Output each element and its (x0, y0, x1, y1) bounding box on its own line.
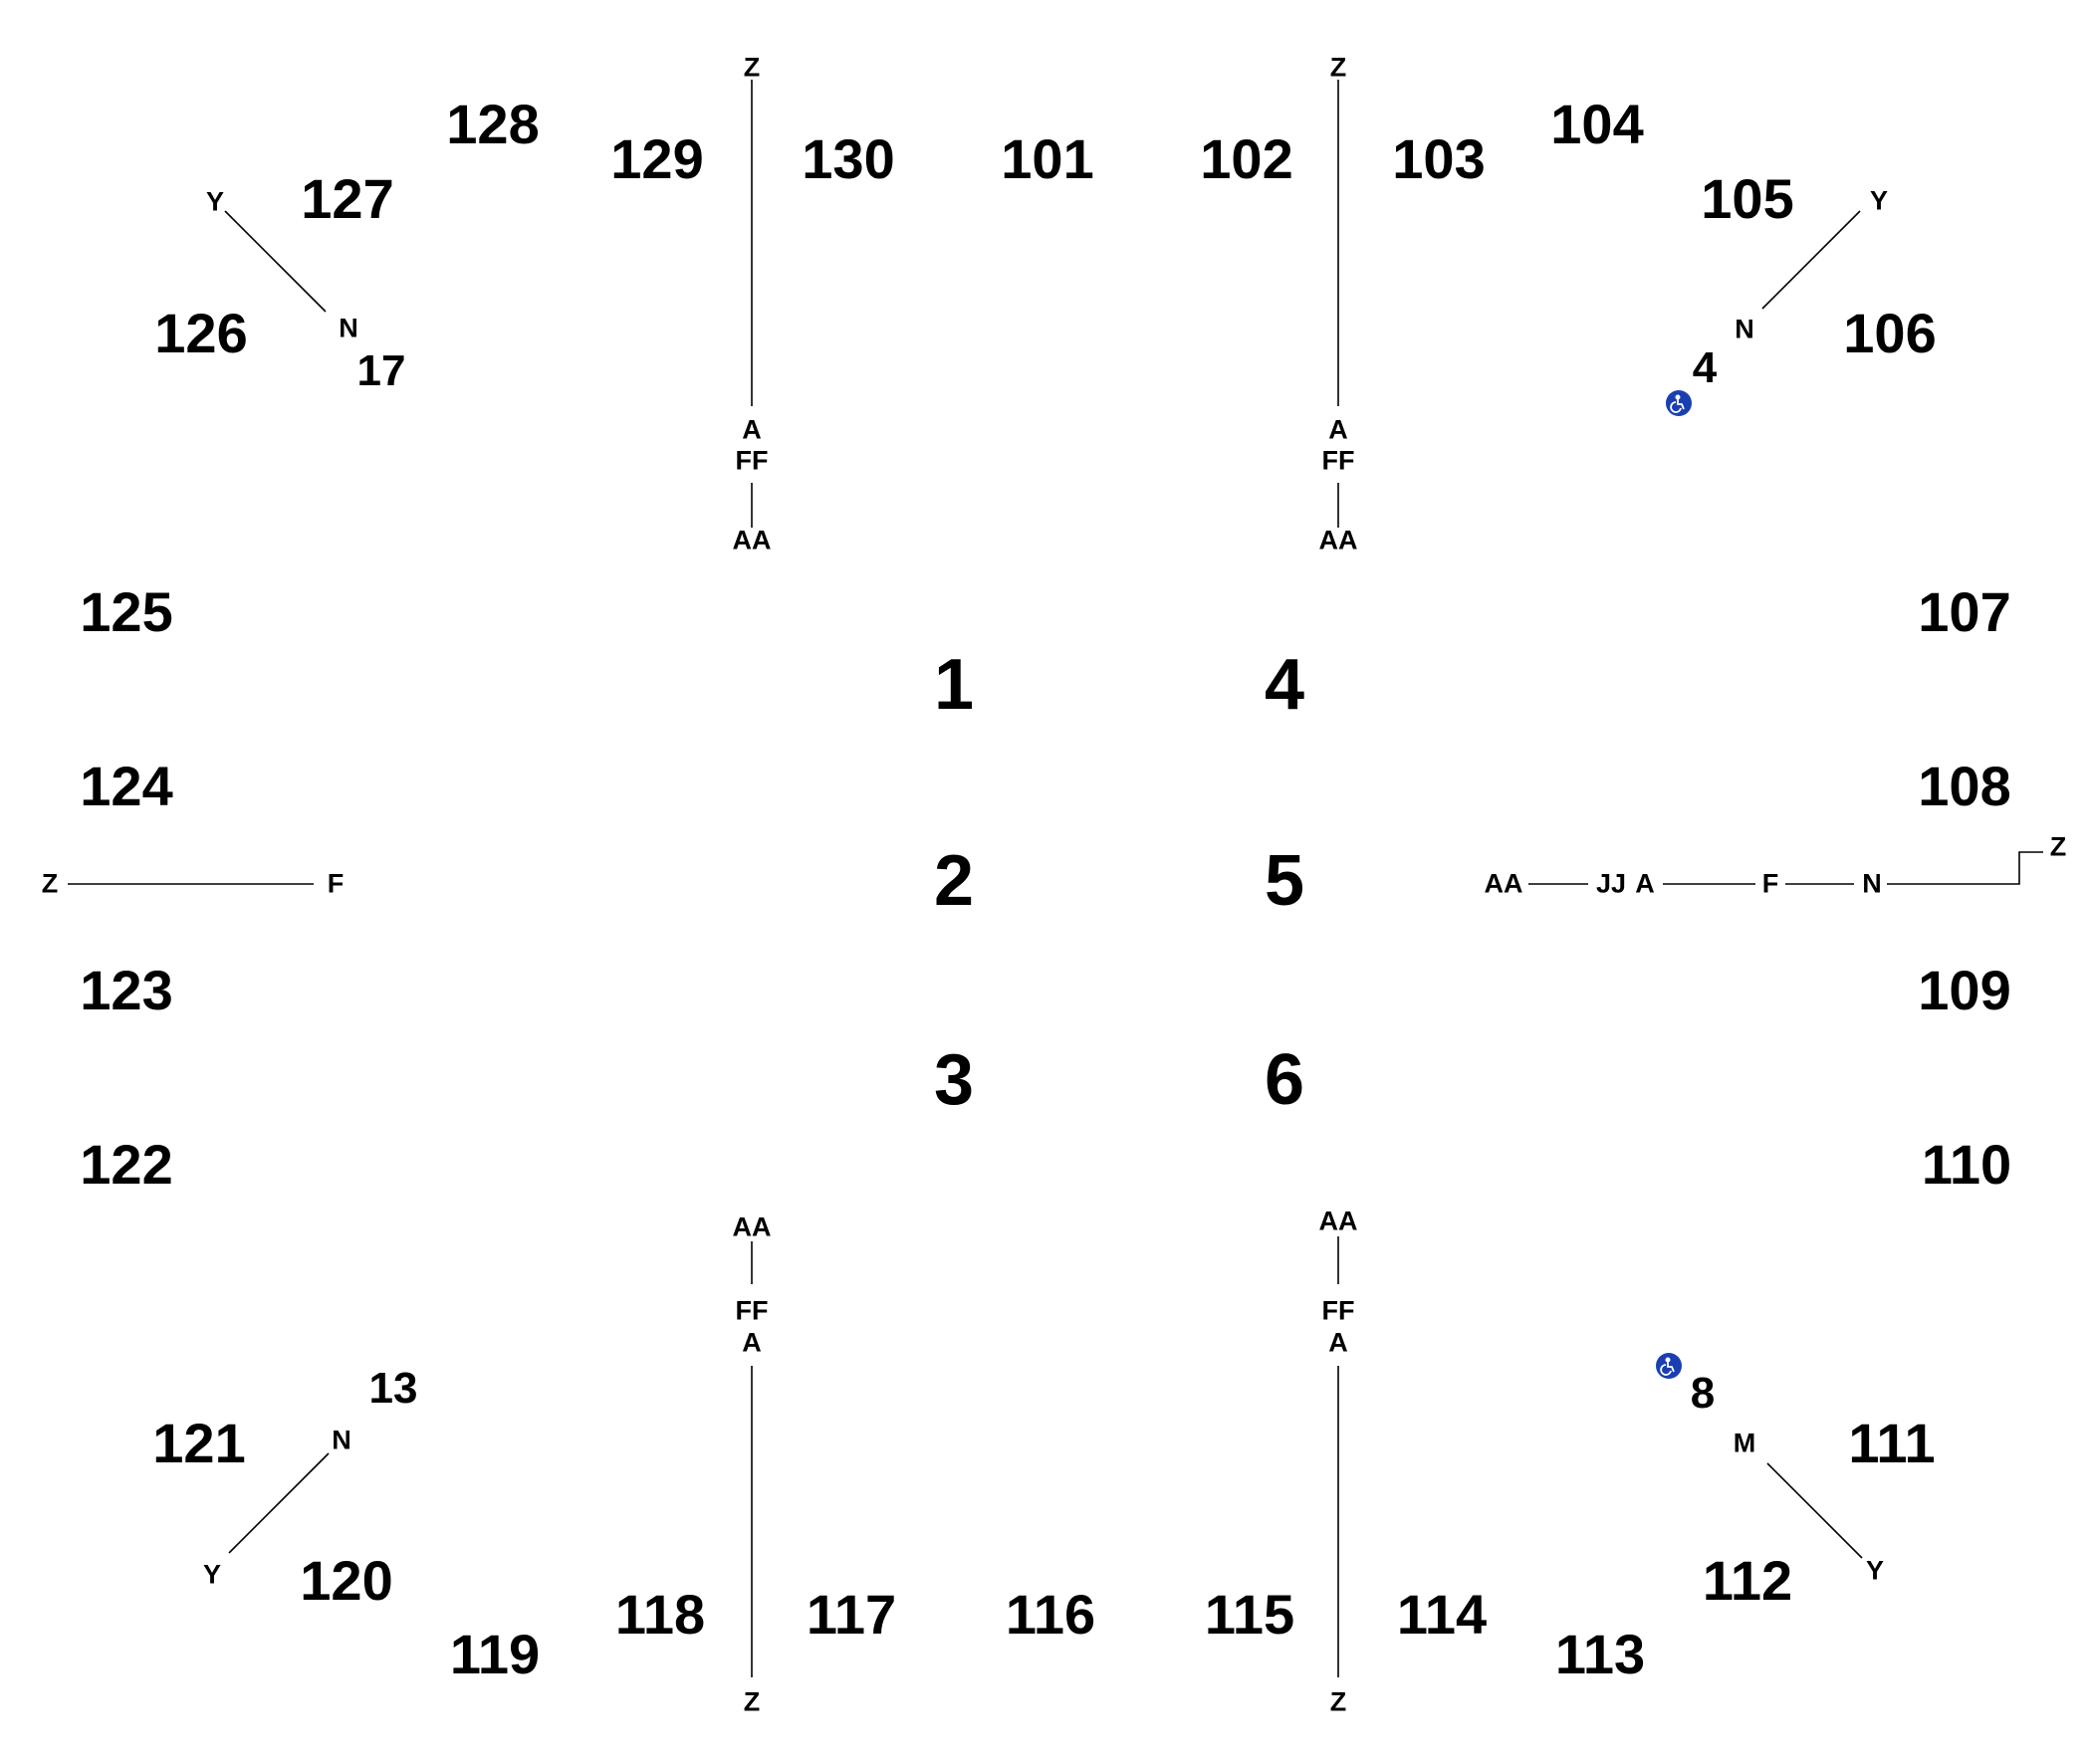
entry-number: 13 (368, 1364, 418, 1413)
section-label[interactable]: 121 (152, 1412, 246, 1474)
row-label: F (1761, 868, 1779, 899)
row-label: Z (41, 868, 59, 899)
section-label[interactable]: 118 (614, 1583, 706, 1646)
section-label[interactable]: 125 (80, 580, 173, 643)
section-label[interactable]: 114 (1396, 1583, 1488, 1646)
section-label[interactable]: 106 (1843, 302, 1937, 364)
row-label: Y (205, 186, 225, 217)
section-label[interactable]: 123 (80, 959, 173, 1021)
row-label: FF (735, 1295, 769, 1326)
row-label: AA (732, 1212, 772, 1242)
row-label: Z (743, 52, 761, 83)
row-label: Y (202, 1559, 222, 1590)
row-label: AA (1318, 525, 1358, 555)
row-label: A (742, 414, 762, 445)
row-line (1766, 1462, 1863, 1559)
section-label[interactable]: 101 (1001, 127, 1094, 190)
section-label[interactable]: 127 (301, 167, 394, 230)
section-label[interactable]: 108 (1918, 755, 2011, 817)
row-label: N (339, 313, 358, 343)
row-line (1761, 210, 1861, 310)
section-label[interactable]: 111 (1848, 1412, 1936, 1474)
row-label: A (1635, 868, 1655, 899)
floor-section-label[interactable]: 2 (933, 841, 975, 921)
row-line (224, 210, 327, 313)
row-label: A (742, 1327, 762, 1358)
section-label[interactable]: 126 (154, 302, 248, 364)
floor-section-label[interactable]: 1 (933, 645, 975, 725)
row-label: M (1733, 1428, 1756, 1458)
section-label[interactable]: 124 (80, 755, 173, 817)
row-line (1887, 851, 2043, 885)
row-label: N (1862, 868, 1882, 899)
row-label: JJ (1595, 868, 1627, 899)
section-label[interactable]: 129 (610, 127, 704, 190)
row-label: N (1735, 314, 1754, 344)
row-label: A (1328, 1327, 1348, 1358)
row-label: Y (1865, 1555, 1885, 1586)
floor-section-label[interactable]: 3 (933, 1040, 975, 1120)
section-label[interactable]: 110 (1921, 1133, 2012, 1196)
section-label[interactable]: 103 (1392, 127, 1486, 190)
section-label[interactable]: 115 (1204, 1583, 1295, 1646)
entry-number: 17 (356, 346, 406, 395)
entry-number: 8 (1690, 1369, 1716, 1418)
section-label[interactable]: 130 (802, 127, 895, 190)
wheelchair-icon (1666, 390, 1692, 416)
row-label: Z (2049, 831, 2067, 862)
wheelchair-icon (1656, 1353, 1682, 1379)
section-label[interactable]: 119 (449, 1623, 541, 1685)
row-label: A (1328, 414, 1348, 445)
row-label: Y (1869, 185, 1889, 216)
row-label: F (327, 868, 345, 899)
section-label[interactable]: 105 (1701, 167, 1794, 230)
entry-number: 4 (1692, 343, 1718, 392)
floor-section-label[interactable]: 5 (1264, 841, 1305, 921)
section-label[interactable]: 102 (1200, 127, 1293, 190)
section-label[interactable]: 107 (1918, 580, 2011, 643)
section-label[interactable]: 117 (806, 1583, 897, 1646)
floor-section-label[interactable]: 4 (1264, 645, 1305, 725)
row-label: AA (1484, 868, 1523, 899)
row-label: Z (1329, 52, 1347, 83)
section-label[interactable]: 113 (1554, 1623, 1646, 1685)
section-label[interactable]: 128 (446, 93, 540, 155)
floor-section-label[interactable]: 6 (1264, 1040, 1305, 1120)
section-label[interactable]: 116 (1005, 1583, 1096, 1646)
row-label: FF (1321, 445, 1355, 476)
row-label: FF (1321, 1295, 1355, 1326)
row-label: N (332, 1425, 351, 1455)
row-label: AA (732, 525, 772, 555)
row-line (228, 1452, 330, 1554)
section-label[interactable]: 120 (300, 1549, 393, 1612)
row-label: Z (743, 1686, 761, 1717)
row-label: AA (1318, 1206, 1358, 1236)
section-label[interactable]: 112 (1702, 1549, 1793, 1612)
section-label[interactable]: 104 (1550, 93, 1644, 155)
row-label: FF (735, 445, 769, 476)
section-label[interactable]: 109 (1918, 959, 2011, 1021)
section-label[interactable]: 122 (80, 1133, 173, 1196)
row-label: Z (1329, 1686, 1347, 1717)
